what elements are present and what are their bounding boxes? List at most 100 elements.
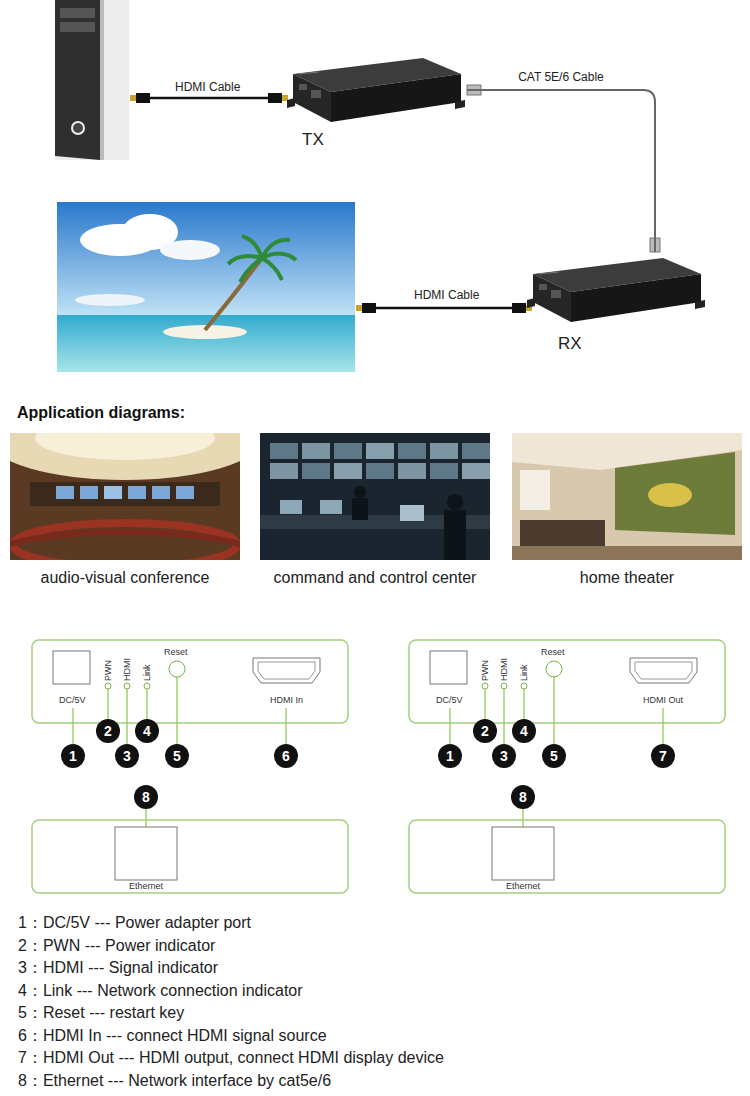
port-label: Ethernet xyxy=(506,881,540,892)
display-screen xyxy=(160,240,220,260)
callout-number: 2 xyxy=(96,719,120,743)
hdmi-cable xyxy=(136,93,150,103)
control-center-photo xyxy=(302,443,330,459)
extender-device xyxy=(285,52,467,132)
extender-device xyxy=(571,274,701,322)
indicator-label: PWN xyxy=(480,660,490,681)
front-panel xyxy=(115,827,177,880)
pc-tower xyxy=(55,0,129,160)
key-item: 6：HDMI In --- connect HDMI signal source xyxy=(18,1026,327,1046)
section-heading: Application diagrams: xyxy=(17,403,185,423)
front-panel xyxy=(146,689,147,719)
cat-cable xyxy=(467,90,655,252)
extender-device xyxy=(299,72,319,74)
key-item: 2：PWN --- Power indicator xyxy=(18,936,215,956)
conference-photo xyxy=(56,486,74,499)
pc-tower xyxy=(72,122,84,134)
front-panel xyxy=(258,662,315,679)
callout-number: 4 xyxy=(512,719,536,743)
home-theater-photo xyxy=(520,520,605,546)
conference-photo xyxy=(128,486,146,499)
front-panel xyxy=(253,658,320,683)
home-theater-photo xyxy=(512,546,742,560)
home-theater-photo xyxy=(520,470,550,510)
conference-photo xyxy=(104,486,122,499)
extender-device xyxy=(287,98,295,108)
hdmi-cable xyxy=(512,303,526,313)
indicator-label: PWN xyxy=(103,660,113,681)
conference-photo xyxy=(80,486,98,499)
key-item: 5：Reset --- restart key xyxy=(18,1003,184,1023)
callout-number: 8 xyxy=(511,785,535,809)
extender-unit: RX xyxy=(525,252,707,352)
indicator-label: Link xyxy=(519,664,529,681)
front-panel xyxy=(32,820,348,893)
front-panel xyxy=(53,651,90,684)
hdmi-cable xyxy=(356,305,362,311)
conference-photo xyxy=(35,433,215,460)
extender-device xyxy=(539,284,547,290)
front-panel xyxy=(126,689,127,744)
control-center-photo xyxy=(280,500,302,514)
control-center-photo xyxy=(366,463,394,479)
control-center-photo xyxy=(398,443,426,459)
conference-photo xyxy=(10,433,240,560)
front-panel xyxy=(73,677,286,852)
extender-device xyxy=(533,274,571,322)
front-panel xyxy=(107,689,108,719)
callout-number: 4 xyxy=(135,719,159,743)
photo-caption: home theater xyxy=(512,568,742,588)
extender-device xyxy=(311,90,321,98)
pc-tower xyxy=(55,0,129,160)
front-panel xyxy=(124,683,130,689)
unit-label: RX xyxy=(558,334,582,354)
control-center-photo xyxy=(260,433,490,560)
callout-number: 3 xyxy=(492,744,516,768)
callout-number: 7 xyxy=(651,744,675,768)
callout-number: 1 xyxy=(61,744,85,768)
home-theater-photo xyxy=(512,433,742,560)
control-center-photo xyxy=(320,500,342,514)
control-center-photo xyxy=(462,463,490,479)
home-theater-photo xyxy=(615,452,735,535)
front-panel xyxy=(285,708,286,744)
front-panel xyxy=(32,640,348,893)
conference-photo xyxy=(13,523,237,560)
conference-photo xyxy=(10,433,240,480)
control-center-photo xyxy=(462,443,490,459)
key-item: 1：DC/5V --- Power adapter port xyxy=(18,913,251,933)
photo-caption: audio-visual conference xyxy=(10,568,240,588)
control-center-photo xyxy=(430,463,458,479)
port-label: Ethernet xyxy=(129,881,163,892)
extender-device xyxy=(525,252,707,332)
callout-number: 5 xyxy=(542,744,566,768)
cable-label: HDMI Cable xyxy=(414,288,479,302)
extender-device xyxy=(695,300,705,309)
callout-number: 6 xyxy=(274,744,298,768)
key-item: 7：HDMI Out --- HDMI output, connect HDMI… xyxy=(18,1048,444,1068)
indicator-label: HDMI xyxy=(499,658,509,681)
extender-device xyxy=(527,298,535,308)
callout-number: 1 xyxy=(438,744,462,768)
key-item: 3：HDMI --- Signal indicator xyxy=(18,958,218,978)
control-center-photo xyxy=(270,463,298,479)
control-center-photo xyxy=(334,443,362,459)
display-screen xyxy=(57,315,355,372)
indicator-label: HDMI xyxy=(122,658,132,681)
hdmi-cable xyxy=(140,97,280,100)
front-panel xyxy=(169,661,185,677)
display-screen xyxy=(228,236,296,282)
hdmi-cable xyxy=(130,95,136,101)
callout-number: 2 xyxy=(473,719,497,743)
unit-label: TX xyxy=(302,130,324,150)
rj45-plug xyxy=(650,238,660,252)
extender-device xyxy=(455,100,465,109)
control-center-photo xyxy=(444,510,466,560)
control-center-photo xyxy=(352,498,368,520)
extender-device xyxy=(331,74,461,122)
control-center-photo xyxy=(302,463,330,479)
rj45-plug xyxy=(467,85,481,95)
